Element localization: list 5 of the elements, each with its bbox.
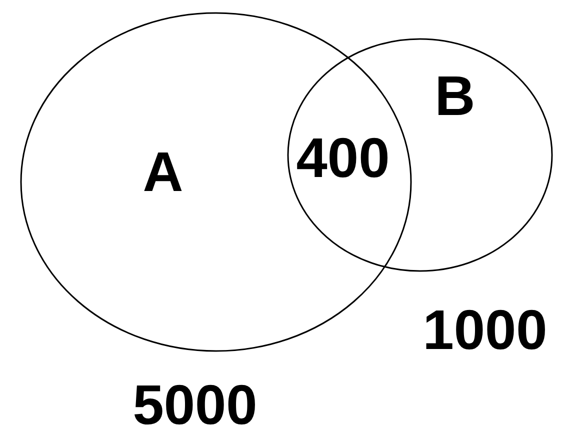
set-count: 5000 [132, 377, 258, 431]
set-label: A [142, 144, 184, 200]
set-label: B [434, 68, 476, 124]
intersection-count: 400 [296, 130, 390, 186]
set-count: 1000 [422, 302, 548, 358]
